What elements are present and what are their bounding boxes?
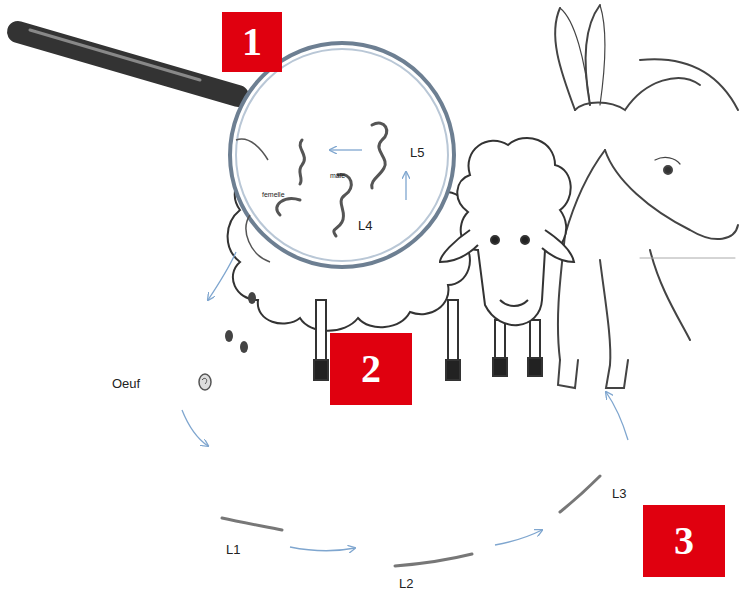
stage-label: L1 bbox=[226, 542, 240, 557]
stage-label-wrap: Oeuf bbox=[112, 374, 140, 392]
stage-label-wrap: L4 bbox=[358, 216, 372, 234]
stage-label: L4 bbox=[358, 218, 372, 233]
callout-box: 1 bbox=[222, 12, 282, 72]
callout-number: 3 bbox=[674, 521, 694, 561]
callout-number: 2 bbox=[361, 349, 381, 389]
larva-drawing bbox=[222, 476, 600, 566]
stage-label-wrap: L2 bbox=[399, 574, 413, 592]
worm-drawing bbox=[277, 123, 387, 236]
stage-label: L3 bbox=[612, 486, 626, 501]
callout-number: 1 bbox=[242, 22, 262, 62]
stage-label-wrap: L5 bbox=[410, 143, 424, 161]
callout-box: 2 bbox=[330, 333, 412, 405]
stage-label: L2 bbox=[399, 576, 413, 591]
stage-label-wrap: femelle bbox=[262, 183, 285, 201]
stage-label-wrap: L1 bbox=[226, 540, 240, 558]
stage-label-wrap: mâle bbox=[330, 164, 345, 182]
stage-label: femelle bbox=[262, 191, 285, 198]
goat-drawing bbox=[555, 5, 738, 388]
stage-label: Oeuf bbox=[112, 376, 140, 391]
cycle-arrow bbox=[182, 150, 628, 551]
stage-label: mâle bbox=[330, 172, 345, 179]
stage-label: L5 bbox=[410, 145, 424, 160]
callout-box: 3 bbox=[643, 505, 725, 577]
stage-label-wrap: L3 bbox=[612, 484, 626, 502]
egg-drawing bbox=[199, 292, 256, 390]
